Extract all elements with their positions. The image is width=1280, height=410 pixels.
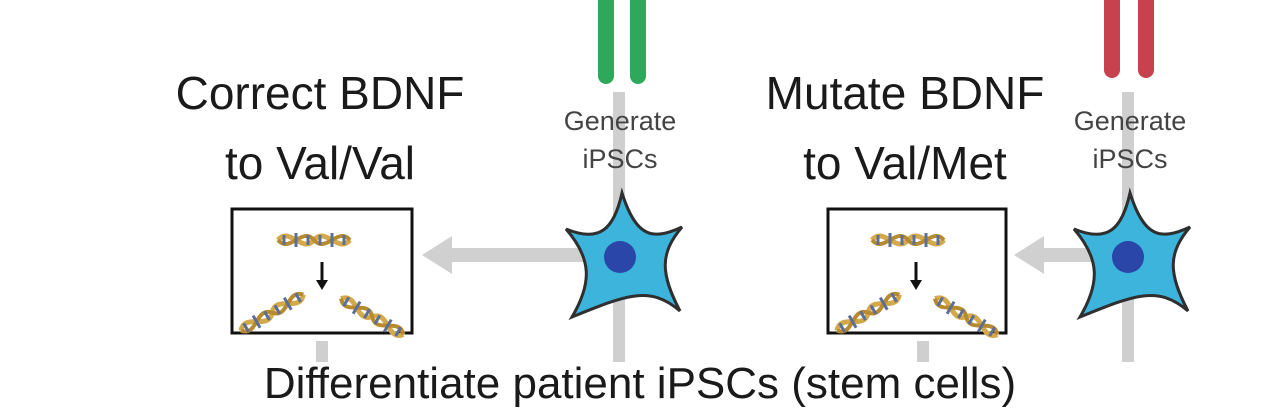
right-title-line1: Mutate BDNF (740, 70, 1070, 116)
right-generate-label-line1: Generate (1050, 108, 1210, 135)
left-arrow-icon (422, 236, 588, 274)
gene-edit-box (828, 209, 1006, 341)
left-title-line1: Correct BDNF (160, 70, 480, 116)
left-generate-label-line1: Generate (540, 108, 700, 135)
stem-cell-icon (566, 193, 682, 317)
bottom-caption: Differentiate patient iPSCs (stem cells) (240, 362, 1040, 406)
right-generate-label-line2: iPSCs (1050, 146, 1210, 173)
stem-cell-icon (1074, 193, 1190, 317)
left-generate-label-line2: iPSCs (540, 146, 700, 173)
gene-edit-box (232, 209, 412, 341)
left-title-line2: to Val/Val (160, 140, 480, 186)
chromosome-icon (598, 0, 646, 84)
chromosome-icon (1104, 0, 1154, 78)
right-title-line2: to Val/Met (740, 140, 1070, 186)
